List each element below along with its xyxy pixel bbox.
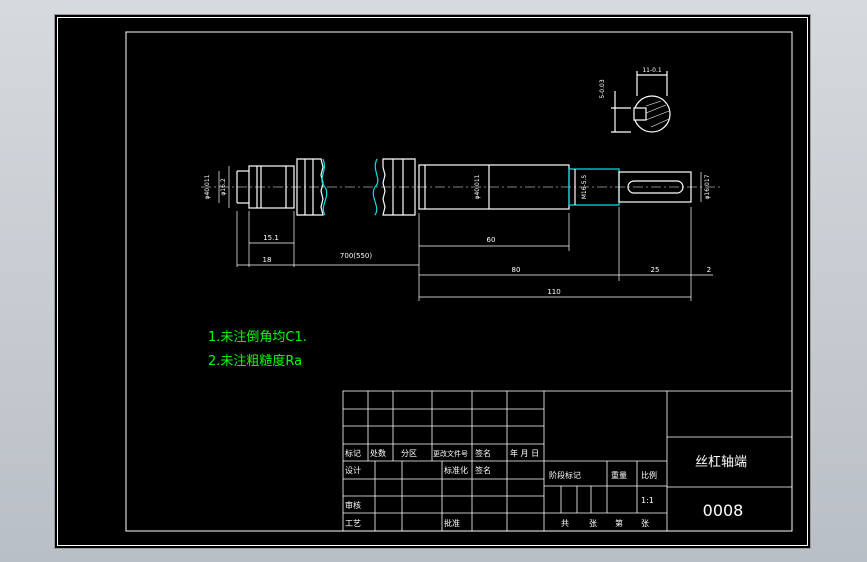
dim-110: 110 [547, 288, 560, 296]
title-block [342, 390, 793, 532]
dim-2: 2 [707, 266, 711, 274]
section-top-dim: 11-0.1 [642, 67, 662, 74]
scale-value: 1:1 [641, 496, 654, 505]
label-approve: 批准 [444, 518, 460, 528]
dim-18: 18 [263, 256, 272, 264]
section-view [611, 71, 671, 133]
title-block-labels: 标记 处数 分区 更改文件号 签名 年 月 日 设计 标准化 签名 审核 工艺 … [345, 448, 747, 528]
label-mark: 标记 [345, 448, 361, 458]
dim-mid-dia: M16-5.5 [581, 175, 588, 200]
label-process: 工艺 [345, 519, 361, 528]
label-weight: 重量 [611, 470, 627, 480]
left-shaft-segment [236, 165, 295, 209]
drawing-number: 0008 [703, 501, 744, 520]
label-standardize: 标准化 [444, 465, 468, 475]
dim-right-dia-a: φ40.011 [474, 174, 481, 199]
label-sheets-total: 共 [561, 519, 569, 528]
label-stage: 阶段标记 [549, 470, 581, 480]
label-review: 审核 [345, 500, 361, 510]
dim-left-dia-b: φ16.2 [220, 178, 227, 196]
thread-section-left [296, 158, 328, 216]
label-count: 处数 [370, 448, 386, 458]
drawing-sheet: 15.1 18 700(550) 60 80 25 2 110 φ40.011 … [54, 14, 811, 549]
thread-section-right [372, 158, 416, 216]
main-shaft [418, 164, 692, 210]
technical-notes: 1.未注倒角均C1. 2.未注粗糙度Ra [208, 330, 307, 369]
part-name: 丝杠轴端 [695, 454, 747, 470]
label-zone: 分区 [401, 449, 417, 458]
dim-left-dia-a: φ40.011 [204, 174, 211, 199]
label-date: 年 月 日 [510, 448, 539, 458]
dim-15-1: 15.1 [263, 234, 279, 242]
section-dim-texts: 11-0.1 5-0.03 [599, 67, 662, 99]
dim-700: 700(550) [340, 252, 372, 260]
dim-80: 80 [512, 266, 521, 274]
note-2: 2.未注粗糙度Ra [208, 353, 302, 369]
label-sheet-no: 第 [615, 518, 623, 528]
note-1: 1.未注倒角均C1. [208, 330, 307, 345]
label-sign: 签名 [475, 448, 491, 458]
label-scale: 比例 [641, 470, 657, 480]
label-sheets-unit: 张 [589, 519, 597, 528]
drawing-canvas: 15.1 18 700(550) 60 80 25 2 110 φ40.011 … [125, 31, 793, 532]
section-side-dim: 5-0.03 [599, 79, 606, 99]
label-sheet-unit2: 张 [641, 519, 649, 528]
outer-frame [57, 17, 808, 546]
dim-end-dia: φ16.017 [704, 174, 711, 199]
dim-60: 60 [487, 236, 496, 244]
label-design: 设计 [345, 465, 361, 475]
dimension-texts: 15.1 18 700(550) 60 80 25 2 110 φ40.011 … [204, 174, 711, 296]
dim-25: 25 [651, 266, 660, 274]
label-change-doc: 更改文件号 [433, 449, 468, 458]
dimension-lines [218, 166, 713, 301]
label-sign2: 签名 [475, 465, 491, 475]
